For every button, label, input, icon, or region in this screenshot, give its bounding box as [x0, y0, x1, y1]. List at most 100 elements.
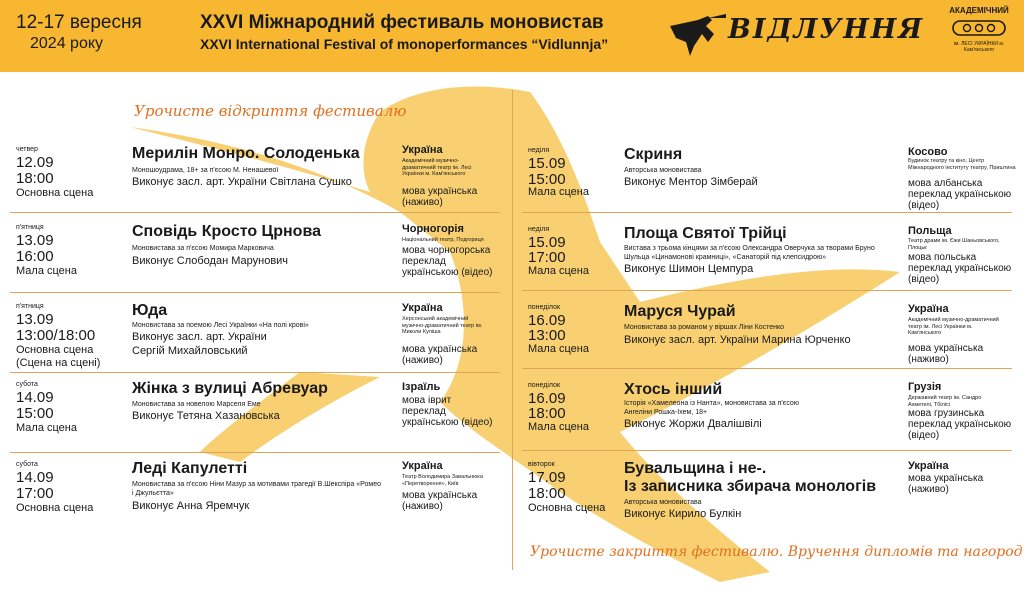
- event-description: Авторська моновистава: [624, 167, 702, 174]
- event-title: Жінка з вулиці Абревуар: [132, 380, 328, 397]
- festival-dates: 12-17 вересня 2024 року: [16, 12, 142, 54]
- event-venue: Будинок театру та кіно, Центр Міжнародно…: [908, 158, 1016, 171]
- event-performer: Виконує Ментор Зімберай: [624, 176, 758, 188]
- event-weekday: четвер: [16, 146, 38, 153]
- event-weekday: п'ятниця: [16, 303, 44, 310]
- event-time: 15:00: [528, 171, 566, 188]
- event-title: Леді Капулетті: [132, 460, 248, 477]
- event-stage: Основна сцена: [16, 344, 94, 356]
- event-time: 16:00: [16, 248, 54, 265]
- event-performer: Виконує засл. арт. України Світлана Сушк…: [132, 176, 352, 188]
- theatre-name: АКАДЕМІЧНИЙ: [949, 6, 1009, 15]
- event-country: Грузія: [908, 381, 942, 393]
- row-divider: [10, 452, 500, 453]
- event-date: 14.09: [16, 389, 54, 406]
- event-stage: Мала сцена: [16, 422, 77, 434]
- trumpeter-angel-icon: [670, 14, 726, 56]
- event-performer: Виконує Анна Яремчук: [132, 500, 250, 512]
- event-performer: Виконує Кирило Булкін: [624, 508, 742, 520]
- event-title-line2: Із записника збирача монологів: [624, 478, 877, 495]
- theatre-emblem-icon: [952, 20, 1006, 36]
- row-divider: [522, 450, 1012, 451]
- event-time: 18:00: [528, 405, 566, 422]
- event-venue: Херсонський академічний музично-драматич…: [402, 316, 483, 335]
- event-language: мова польська переклад українською (віде…: [908, 252, 1012, 285]
- event-weekday: субота: [16, 461, 38, 468]
- event-stage: Основна сцена: [528, 502, 606, 514]
- event-title: Мерилін Монро. Солоденька: [132, 145, 360, 162]
- event-language: мова українська (наживо): [908, 473, 984, 495]
- event-title: Маруся Чурай: [624, 303, 736, 320]
- closing-ceremony-banner: Урочисте закриття фестивалю. Вручення ди…: [530, 544, 1023, 560]
- event-stage: Мала сцена: [528, 421, 589, 433]
- event-performer: Виконує Жоржи Двалішвілі: [624, 418, 762, 430]
- row-divider: [522, 290, 1012, 291]
- event-title: Скриня: [624, 146, 683, 163]
- theatre-logo: АКАДЕМІЧНИЙ ім. ЛЕСІ УКРАЇНКИ м. Кам'янс…: [940, 6, 1018, 66]
- event-time: 18:00: [528, 485, 566, 502]
- event-language: мова українська (наживо): [402, 490, 478, 512]
- event-stage-extra: (Сцена на сцені): [16, 357, 101, 369]
- event-country: Чорногорія: [402, 223, 464, 235]
- event-date: 13.09: [16, 311, 54, 328]
- event-country: Україна: [402, 302, 443, 314]
- event-date: 16.09: [528, 312, 566, 329]
- event-country: Україна: [908, 303, 949, 315]
- event-country: Україна: [402, 144, 443, 156]
- festival-title: XXVI Міжнародний фестиваль моновистав XX…: [200, 12, 608, 54]
- header-banner: 12-17 вересня 2024 року XXVI Міжнародний…: [0, 0, 1024, 72]
- event-date: 17.09: [528, 469, 566, 486]
- event-country: Косово: [908, 146, 948, 158]
- event-description: Моновистава за п'єсою Момира Марковича: [132, 245, 274, 252]
- event-weekday: понеділок: [528, 382, 561, 389]
- event-title: Бувальщина і не-.: [624, 460, 767, 477]
- event-description: Моношоудрама, 18+ за п'єсою М. Ненашевої: [132, 167, 279, 174]
- event-description: Авторська моновистава: [624, 499, 702, 506]
- event-language: мова чорногорська переклад українською (…: [402, 245, 493, 278]
- event-date: 14.09: [16, 469, 54, 486]
- event-weekday: понеділок: [528, 304, 561, 311]
- event-title: Площа Святої Трійці: [624, 225, 787, 242]
- event-performer-name: Сергій Михайловський: [132, 345, 248, 357]
- event-time: 15:00: [16, 405, 54, 422]
- event-stage: Мала сцена: [528, 265, 589, 277]
- event-weekday: вівторок: [528, 461, 555, 468]
- event-title: Хтось інший: [624, 381, 723, 398]
- vidlunnja-logo: ВІДЛУННЯ: [668, 12, 922, 58]
- event-description: Моновистава за романом у віршах Ліни Кос…: [624, 324, 785, 331]
- event-language: мова українська (наживо): [908, 343, 984, 365]
- title-english: XXVI International Festival of monoperfo…: [200, 36, 609, 52]
- row-divider: [522, 212, 1012, 213]
- event-time: 13:00: [528, 327, 566, 344]
- event-venue: Державний театр ім. Сандро Ахметелі, Тбі…: [908, 395, 982, 408]
- event-date: 16.09: [528, 390, 566, 407]
- event-time: 17:00: [528, 249, 566, 266]
- event-date: 12.09: [16, 154, 54, 171]
- event-performer: Виконує Слободан Марунович: [132, 255, 289, 267]
- theatre-subtitle: ім. ЛЕСІ УКРАЇНКИ м. Кам'янського: [953, 41, 1005, 53]
- opening-ceremony-banner: Урочисте відкриття фестивалю: [134, 102, 407, 120]
- event-country: Україна: [402, 460, 443, 472]
- event-venue: Академічний музично-драматичний театр ім…: [402, 158, 472, 177]
- event-weekday: п'ятниця: [16, 224, 44, 231]
- event-weekday: неділя: [528, 226, 550, 233]
- event-performer: Виконує засл. арт. України: [132, 331, 267, 343]
- event-date: 15.09: [528, 234, 566, 251]
- event-weekday: субота: [16, 381, 38, 388]
- event-title: Юда: [132, 302, 168, 319]
- event-description: Моновистава за поемою Лесі Українки «На …: [132, 322, 309, 329]
- event-performer: Виконує Шимон Цемпура: [624, 263, 754, 275]
- event-time: 17:00: [16, 485, 54, 502]
- row-divider: [10, 292, 500, 293]
- event-description: Моновистава за новелою Марселя Еме: [132, 401, 261, 408]
- event-date: 15.09: [528, 155, 566, 172]
- event-description: Моновистава за п'єсою Ніни Мазур за моти…: [132, 481, 382, 497]
- event-stage: Основна сцена: [16, 502, 94, 514]
- event-stage: Основна сцена: [16, 187, 94, 199]
- event-description: Вистава з трьома кінцями за п'єсою Олекс…: [624, 245, 875, 261]
- event-language: мова іврит переклад українською (відео): [402, 395, 493, 428]
- event-stage: Мала сцена: [16, 265, 77, 277]
- event-stage: Мала сцена: [528, 186, 589, 198]
- column-divider: [512, 90, 513, 570]
- event-venue: Національний театр, Подгориця: [402, 237, 484, 243]
